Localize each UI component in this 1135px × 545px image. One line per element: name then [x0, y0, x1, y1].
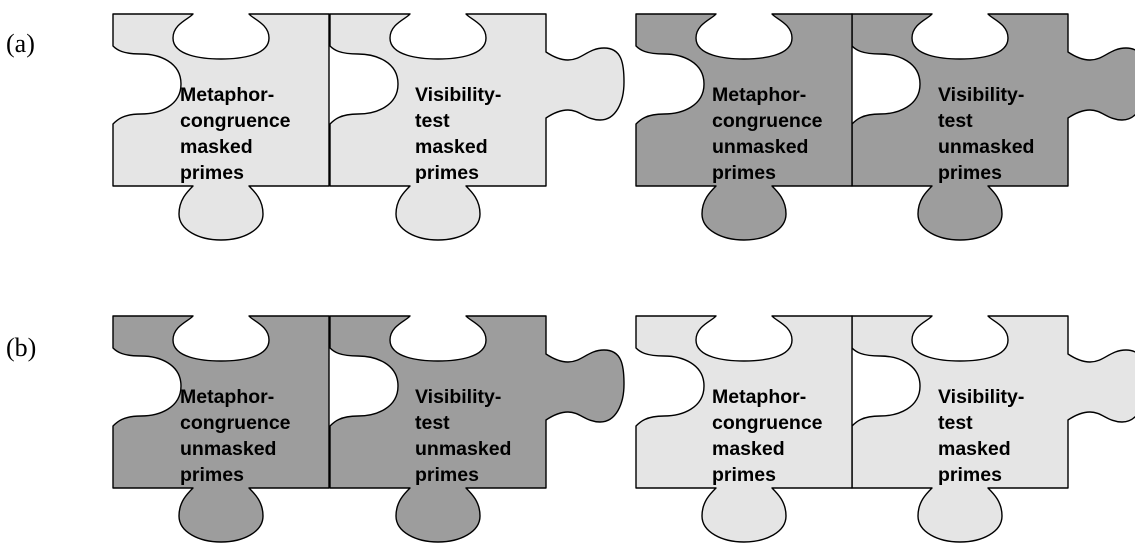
- puzzle-piece-label: Visibility-test unmasked primes: [415, 386, 511, 486]
- puzzle-piece: [635, 13, 853, 241]
- puzzle-piece-label-line: Visibility-: [415, 386, 501, 408]
- puzzle-piece-label-line: primes: [938, 464, 1002, 486]
- puzzle-piece: [329, 315, 625, 543]
- puzzle-piece-label-line: test: [938, 110, 973, 132]
- puzzle-piece: [329, 13, 625, 241]
- puzzle-piece-label: Metaphor-congruence unmasked primes: [180, 386, 291, 486]
- row-label: (b): [6, 333, 36, 362]
- puzzle-piece-label-line: Visibility-: [938, 386, 1024, 408]
- puzzle-piece-label-line: Metaphor-: [180, 84, 274, 106]
- puzzle-piece-label-line: masked: [938, 438, 1011, 460]
- puzzle-piece-label-line: unmasked: [415, 438, 511, 460]
- puzzle-piece-label-line: unmasked: [712, 136, 808, 158]
- puzzle-piece-label-line: congruence: [712, 110, 823, 132]
- puzzle-piece-label: Metaphor-congruence masked primes: [712, 386, 823, 486]
- puzzle-piece-label-line: congruence: [712, 412, 823, 434]
- puzzle-piece-label-line: primes: [180, 162, 244, 184]
- puzzle-piece: [851, 13, 1135, 241]
- puzzle-piece-label-line: Visibility-: [938, 84, 1024, 106]
- puzzle-piece: [851, 315, 1135, 543]
- puzzle-piece-label-line: primes: [415, 464, 479, 486]
- puzzle-piece-label-line: Metaphor-: [712, 386, 806, 408]
- puzzle-piece-label-line: primes: [938, 162, 1002, 184]
- puzzle-piece-label-line: masked: [415, 136, 488, 158]
- puzzle-piece-label-line: primes: [712, 162, 776, 184]
- puzzle-piece-label: Metaphor-congruence masked primes: [180, 84, 291, 184]
- puzzle-piece-label-line: Visibility-: [415, 84, 501, 106]
- puzzle-piece-label-line: congruence: [180, 412, 291, 434]
- puzzle-piece-label-line: Metaphor-: [180, 386, 274, 408]
- puzzle-piece-label: Metaphor-congruence unmasked primes: [712, 84, 823, 184]
- puzzle-piece: [112, 13, 330, 241]
- puzzle-piece-label: Visibility-test masked primes: [415, 84, 501, 184]
- puzzle-piece-label-line: masked: [712, 438, 785, 460]
- puzzle-piece-label-line: unmasked: [180, 438, 276, 460]
- puzzle-piece-label: Visibility-test masked primes: [938, 386, 1024, 486]
- puzzle-piece-label: Visibility-test unmasked primes: [938, 84, 1034, 184]
- puzzle-piece-label-line: primes: [415, 162, 479, 184]
- puzzle-piece-label-line: unmasked: [938, 136, 1034, 158]
- puzzle-piece-label-line: test: [938, 412, 973, 434]
- puzzle-piece: [635, 315, 853, 543]
- puzzle-piece: [112, 315, 330, 543]
- row-label: (a): [6, 29, 35, 58]
- puzzle-piece-label-line: masked: [180, 136, 253, 158]
- puzzle-piece-label-line: congruence: [180, 110, 291, 132]
- puzzle-piece-label-line: primes: [712, 464, 776, 486]
- puzzle-piece-label-line: primes: [180, 464, 244, 486]
- puzzle-piece-label-line: test: [415, 412, 450, 434]
- puzzle-piece-label-line: Metaphor-: [712, 84, 806, 106]
- puzzle-piece-label-line: test: [415, 110, 450, 132]
